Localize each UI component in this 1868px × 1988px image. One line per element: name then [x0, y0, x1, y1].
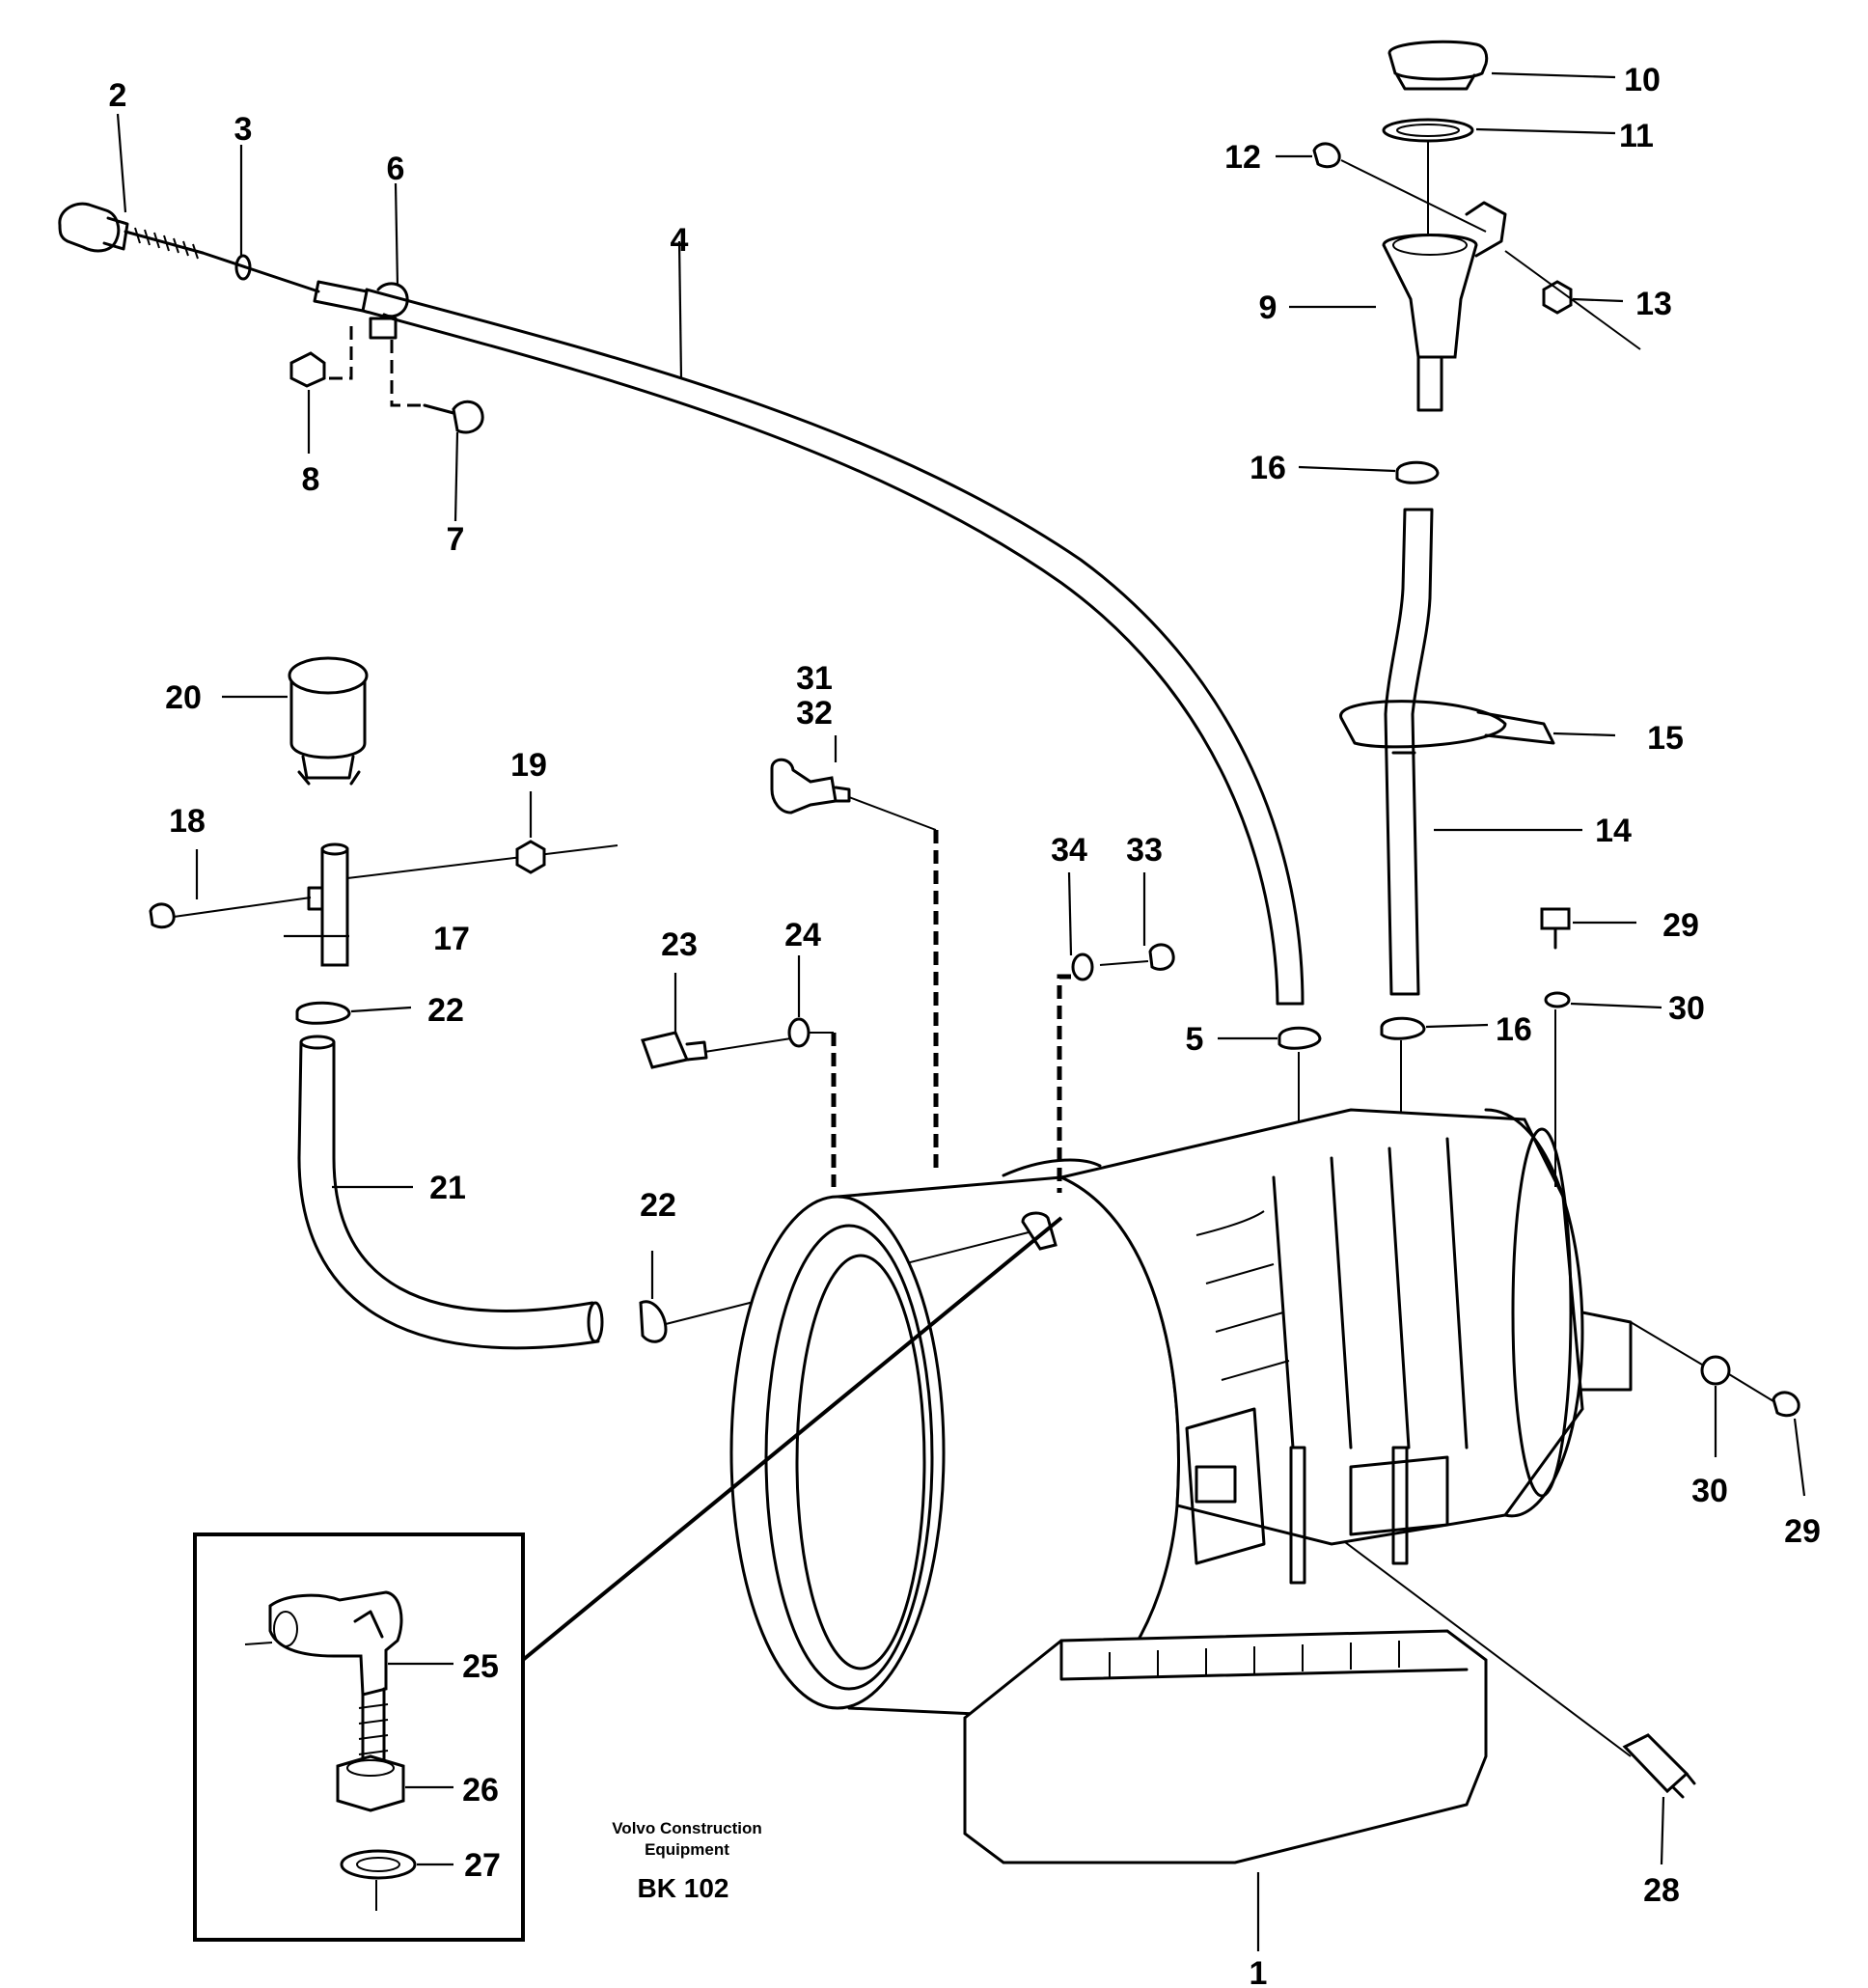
callout-10: 10	[1624, 62, 1661, 98]
callout-2: 2	[109, 77, 127, 114]
callout-31: 31	[796, 660, 833, 697]
callout-4: 4	[671, 222, 689, 259]
transmission-housing	[729, 907, 1800, 1864]
callout-30-top: 30	[1668, 990, 1705, 1027]
manufacturer-caption: Volvo Construction Equipment BK 102	[612, 1819, 762, 1903]
callout-6: 6	[387, 151, 405, 187]
callout-28: 28	[1643, 1872, 1680, 1909]
callout-7: 7	[447, 521, 465, 558]
callout-32: 32	[796, 695, 833, 732]
caption-line-2: Equipment	[645, 1840, 729, 1859]
callout-14: 14	[1595, 813, 1632, 849]
callout-17: 17	[433, 921, 470, 957]
callout-21: 21	[429, 1170, 466, 1206]
filler-assembly	[1277, 40, 1641, 1448]
callout-11: 11	[1619, 118, 1654, 154]
callout-23: 23	[661, 926, 698, 963]
breather-assembly	[149, 656, 1033, 1350]
callout-22-top: 22	[427, 992, 464, 1029]
callout-15: 15	[1647, 720, 1684, 757]
callout-30-bottom: 30	[1691, 1473, 1728, 1509]
leader-lines	[116, 71, 1806, 1951]
callout-19: 19	[510, 747, 547, 784]
callout-26: 26	[462, 1772, 499, 1809]
callout-20: 20	[165, 679, 202, 716]
callout-18: 18	[169, 803, 206, 840]
caption-code: BK 102	[638, 1873, 729, 1903]
callout-1: 1	[1250, 1955, 1268, 1988]
callout-25: 25	[462, 1648, 499, 1685]
callout-22-bottom: 22	[640, 1187, 676, 1224]
callout-33: 33	[1126, 832, 1163, 869]
caption-line-1: Volvo Construction	[612, 1819, 762, 1837]
callout-labels: 1 2 3 4 5 6 7 8 9 10 11 12 13 14 15 16 1…	[109, 62, 1821, 1988]
callout-5: 5	[1186, 1021, 1204, 1058]
detail-inset	[193, 1216, 1063, 1942]
callout-8: 8	[302, 461, 320, 498]
sensors-group	[641, 758, 1696, 1799]
callout-16-top: 16	[1250, 450, 1286, 486]
callout-27: 27	[464, 1847, 501, 1884]
callout-13: 13	[1635, 286, 1672, 322]
callout-29-bottom: 29	[1784, 1513, 1821, 1550]
callout-9: 9	[1259, 290, 1277, 326]
callout-16-bottom: 16	[1496, 1011, 1532, 1048]
callout-34: 34	[1051, 832, 1087, 869]
callout-3: 3	[234, 111, 253, 148]
callout-29-top: 29	[1662, 907, 1699, 944]
callout-12: 12	[1224, 139, 1261, 176]
dipstick-assembly	[58, 202, 1305, 1006]
callout-24: 24	[784, 917, 821, 953]
